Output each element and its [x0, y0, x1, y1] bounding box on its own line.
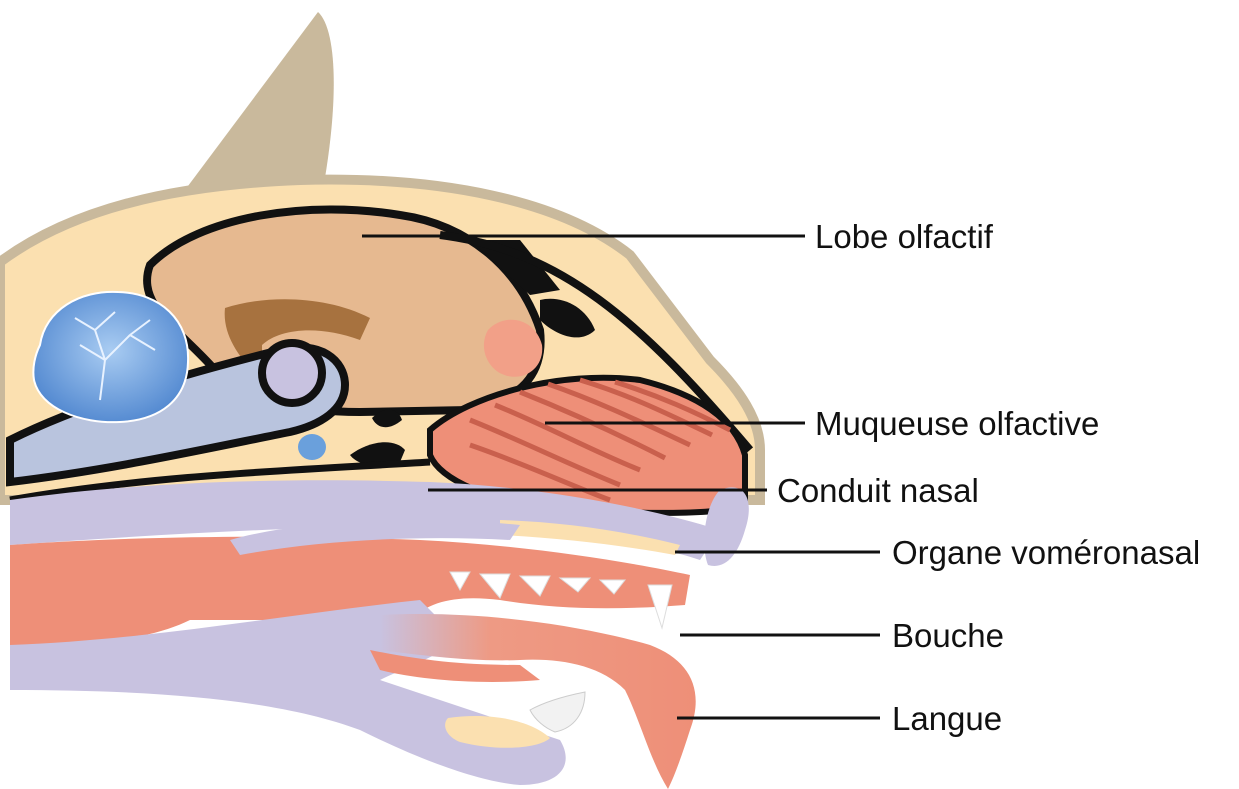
label-langue: Langue: [892, 702, 1002, 735]
lower-canine: [530, 692, 585, 732]
label-organe-vomeronasal: Organe voméronasal: [892, 536, 1200, 569]
cerebellum: [33, 292, 188, 422]
label-bouche: Bouche: [892, 619, 1004, 652]
label-conduit-nasal: Conduit nasal: [777, 474, 979, 507]
small-blue-node: [298, 434, 326, 460]
brainstem-node: [262, 343, 322, 403]
label-lobe-olfactif: Lobe olfactif: [815, 220, 993, 253]
label-muqueuse-olfactive: Muqueuse olfactive: [815, 407, 1099, 440]
